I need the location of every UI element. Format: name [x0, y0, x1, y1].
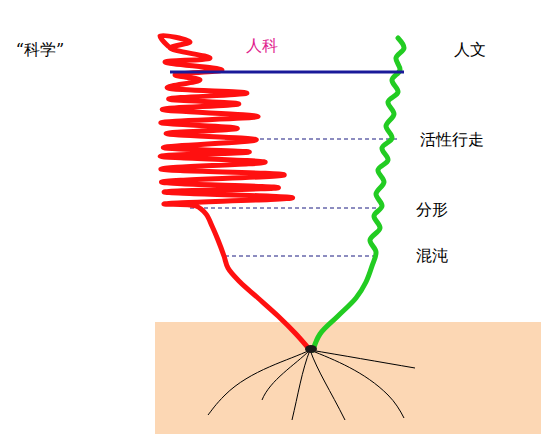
root-knot	[305, 345, 317, 353]
roots	[208, 350, 415, 420]
level-label: 活性行走	[420, 130, 484, 149]
humanities-branch	[313, 38, 404, 350]
level-label: 混沌	[416, 246, 448, 265]
dashed-level	[225, 256, 375, 257]
top-bar	[170, 71, 404, 74]
ground-block	[155, 322, 541, 434]
science-branch	[160, 35, 310, 350]
root-line	[292, 350, 310, 420]
root-line	[208, 350, 310, 415]
humanities-label: 人文	[454, 40, 486, 59]
science-label: “科学”	[16, 40, 64, 59]
root-line	[310, 350, 404, 418]
dashed-level	[190, 208, 382, 209]
root-line	[310, 350, 345, 420]
root-line	[310, 350, 415, 368]
level-label: 分形	[416, 200, 448, 219]
human-science-label: 人科	[246, 36, 278, 55]
